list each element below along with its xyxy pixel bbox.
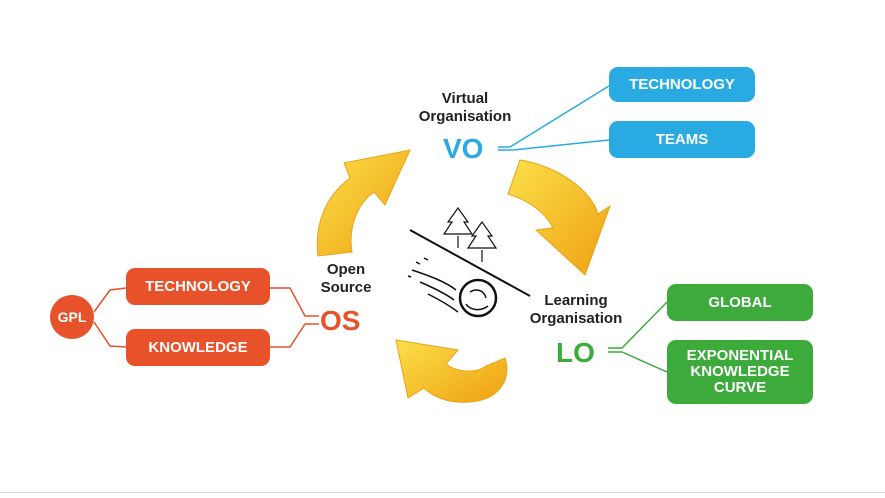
lo-connectors xyxy=(608,301,668,373)
tree-icon xyxy=(442,206,498,262)
lo-global-box: GLOBAL xyxy=(667,284,813,321)
os-technology-box: TECHNOLOGY xyxy=(126,268,270,305)
os-knowledge-box: KNOWLEDGE xyxy=(126,329,270,366)
vo-label: Virtual Organisation xyxy=(418,90,512,125)
vo-connectors xyxy=(498,85,610,151)
snowball-rolling-downhill-icon xyxy=(407,206,531,318)
gpl-circle: GPL xyxy=(50,295,94,339)
os-connectors xyxy=(93,287,319,348)
cycle-arrows-icon xyxy=(316,149,611,403)
vo-technology-box: TECHNOLOGY xyxy=(609,67,755,102)
cycle-arrow-vo-to-lo xyxy=(507,159,611,276)
vo-teams-box: TEAMS xyxy=(609,121,755,158)
os-label: Open Source xyxy=(320,261,372,296)
os-abbreviation: OS xyxy=(320,305,361,336)
bottom-divider xyxy=(0,492,885,493)
cycle-arrow-os-to-vo xyxy=(316,149,411,257)
lo-exponential-knowledge-curve-box: EXPONENTIAL KNOWLEDGE CURVE xyxy=(667,340,813,404)
cycle-arrow-lo-to-os xyxy=(395,339,508,403)
lo-label: Learning Organisation xyxy=(529,292,623,327)
vo-abbreviation: VO xyxy=(443,133,484,164)
motion-lines xyxy=(407,257,459,313)
lo-abbreviation: LO xyxy=(556,337,595,368)
